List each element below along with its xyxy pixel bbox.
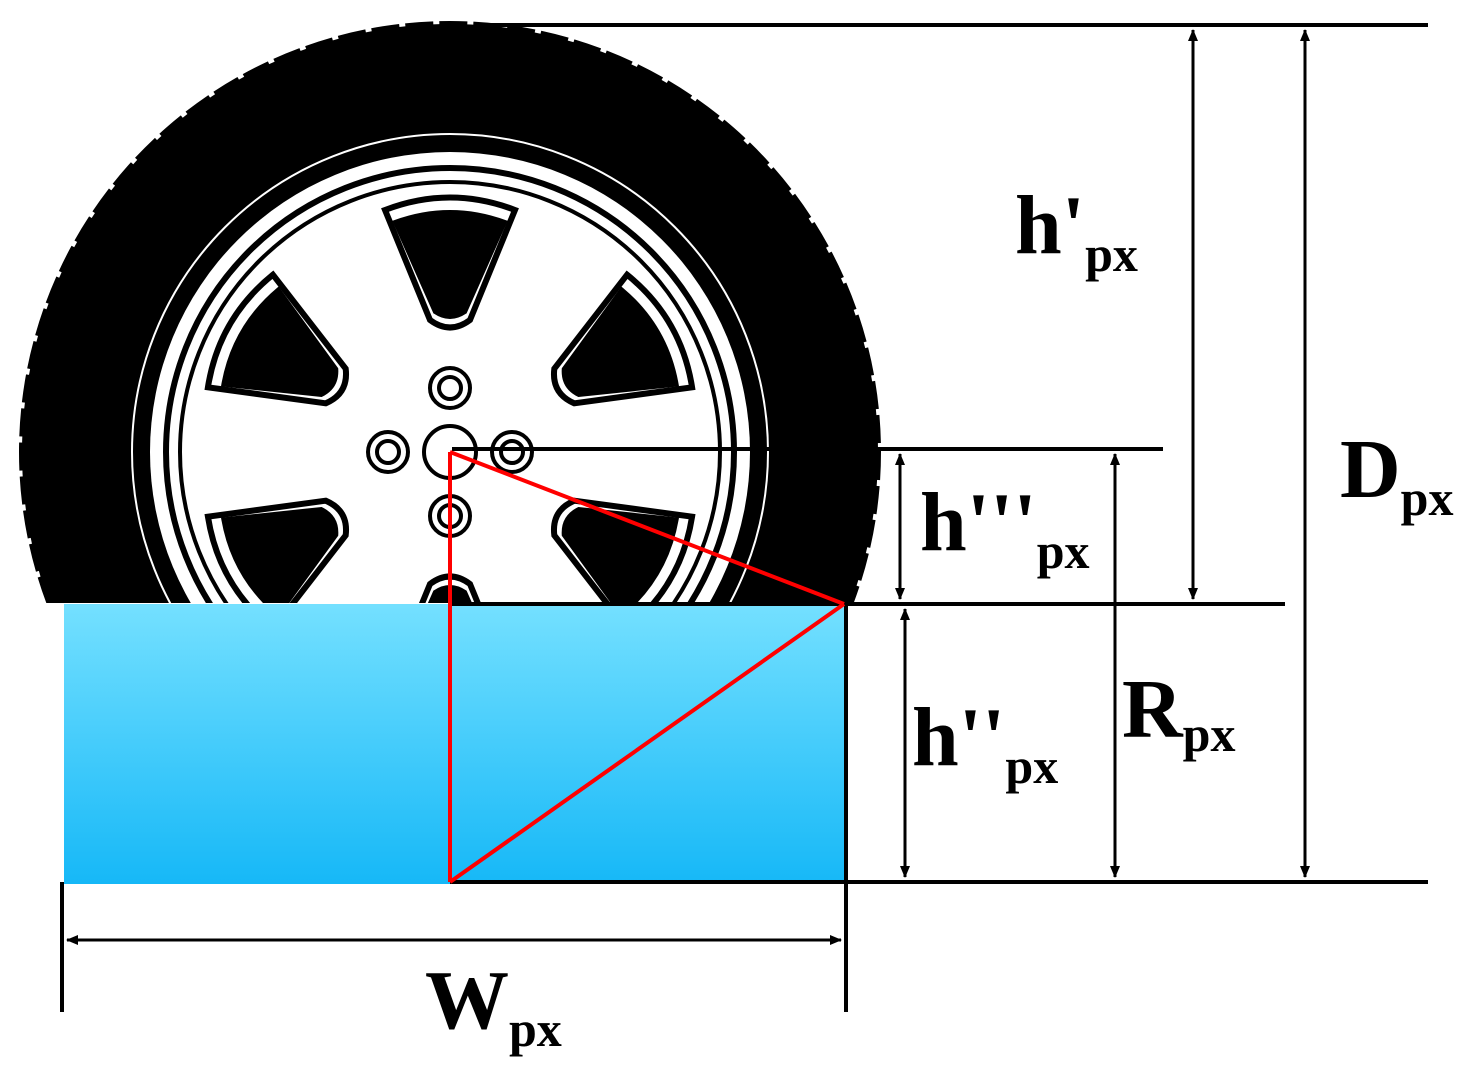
hub xyxy=(366,366,534,538)
label-h-double: h''px xyxy=(912,691,1058,794)
red-triangle xyxy=(448,450,846,884)
rim-windows xyxy=(204,194,696,603)
label-w: Wpx xyxy=(425,954,562,1057)
water-block xyxy=(64,604,846,884)
reference-lines xyxy=(60,23,1428,1012)
wheel-icon xyxy=(19,21,881,603)
dimension-arrows xyxy=(66,29,1310,945)
label-r: Rpx xyxy=(1122,663,1235,762)
label-d: Dpx xyxy=(1340,423,1453,526)
label-h-triple: h'''px xyxy=(920,476,1090,579)
label-h-prime: h'px xyxy=(1015,179,1138,282)
